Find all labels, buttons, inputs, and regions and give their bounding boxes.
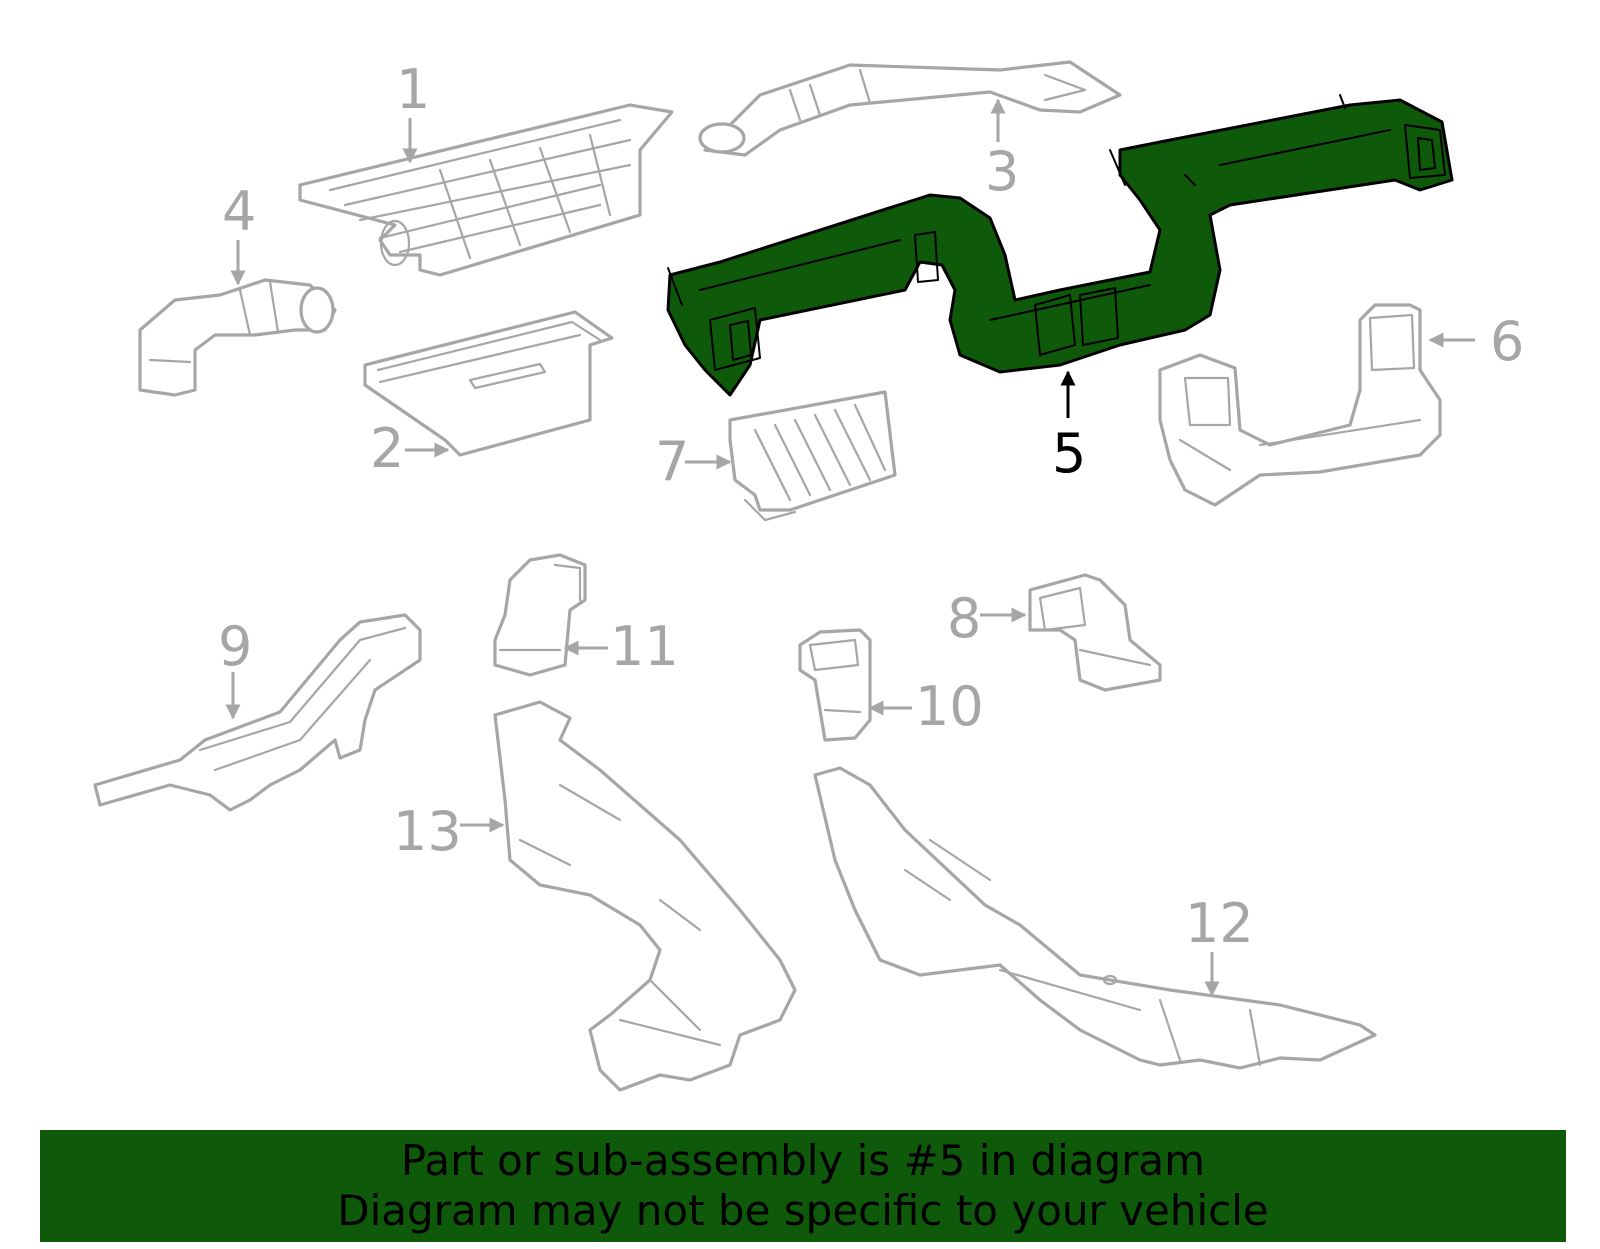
callout-13: 13 [393, 800, 462, 863]
callout-11: 11 [610, 615, 679, 678]
part-5-main-duct[interactable] [666, 94, 1454, 397]
callout-7: 7 [655, 430, 689, 493]
part-8-connector[interactable] [1028, 573, 1162, 692]
callout-3: 3 [985, 140, 1019, 203]
part-1-grille[interactable] [298, 103, 674, 277]
banner-line-2: Diagram may not be specific to your vehi… [337, 1186, 1269, 1235]
callout-5: 5 [1052, 422, 1086, 485]
part-3-hose[interactable] [698, 60, 1122, 157]
part-11-connector[interactable] [493, 553, 587, 677]
callout-9: 9 [218, 615, 252, 678]
callout-12: 12 [1185, 892, 1254, 955]
part-10-connector[interactable] [798, 628, 872, 742]
part-9-left-duct[interactable] [93, 613, 422, 812]
part-2-tray[interactable] [363, 310, 614, 457]
callout-6: 6 [1490, 310, 1524, 373]
parts-diagram: 1 2 3 4 5 6 7 8 9 10 11 12 13 [93, 58, 1524, 1092]
callout-2: 2 [370, 417, 404, 480]
callout-1: 1 [396, 58, 430, 121]
callout-8: 8 [947, 587, 981, 650]
part-7-filter[interactable] [728, 390, 897, 522]
part-4-elbow[interactable] [138, 278, 337, 397]
part-6-right-duct[interactable] [1158, 303, 1442, 507]
callout-10: 10 [915, 675, 984, 738]
part-12-rear-duct[interactable] [813, 766, 1377, 1070]
banner-line-1: Part or sub-assembly is #5 in diagram [400, 1136, 1206, 1185]
info-banner: Part or sub-assembly is #5 in diagram Di… [40, 1130, 1566, 1242]
part-13-front-duct[interactable] [493, 700, 797, 1092]
callout-4: 4 [222, 180, 256, 243]
